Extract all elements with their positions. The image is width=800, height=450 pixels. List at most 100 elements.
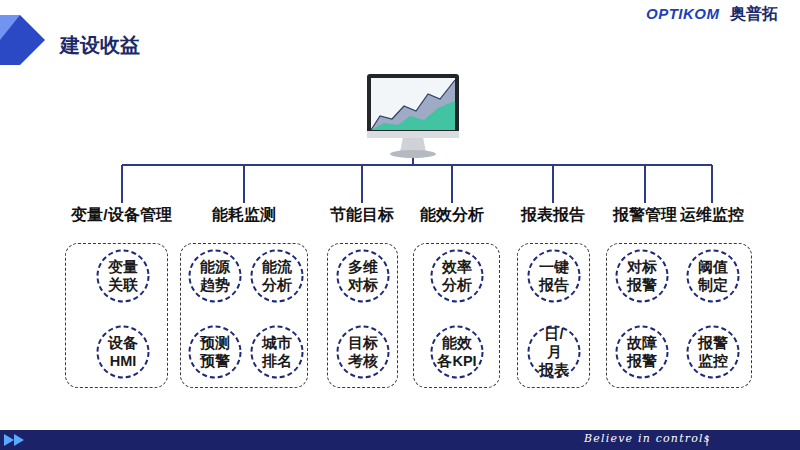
feature-label: 多维 对标 — [348, 258, 378, 294]
circle-outline — [615, 249, 669, 303]
tree-connector — [122, 156, 712, 203]
feature-circle: 一键 报告 — [527, 249, 581, 303]
chart-area — [371, 80, 455, 130]
circle-content: 预测 预警 — [188, 325, 242, 379]
monitor-illustration — [367, 74, 459, 158]
feature-circle: 日/月 报表 — [527, 325, 581, 379]
circle-outline — [338, 251, 389, 302]
group-box: 报警管理运维监控对标 报警阈值 制定故障 报警报警 监控 — [606, 243, 752, 388]
circle-outline — [98, 251, 149, 302]
feature-label: 能流 分析 — [262, 258, 292, 294]
circle-outline — [615, 325, 669, 379]
circle-content: 能源 趋势 — [188, 249, 242, 303]
circle-content: 对标 报警 — [615, 249, 669, 303]
circle-outline — [96, 249, 150, 303]
circle-outline — [617, 327, 668, 378]
feature-circle: 变量 关联 — [96, 249, 150, 303]
circle-outline — [252, 327, 303, 378]
footer-band — [0, 430, 800, 450]
circle-outline — [529, 251, 580, 302]
monitor-screen — [371, 78, 455, 130]
circle-content: 效率 分析 — [430, 249, 484, 303]
circle-outline — [432, 327, 483, 378]
circle-content: 能效 各KPI — [430, 325, 484, 379]
circle-outline — [688, 251, 739, 302]
group-box: 节能目标多维 对标目标 考核 — [327, 243, 398, 388]
circle-content: 故障 报警 — [615, 325, 669, 379]
group-box: 能效分析效率 分析能效 各KPI — [413, 243, 500, 388]
feature-circle: 效率 分析 — [430, 249, 484, 303]
circle-outline — [252, 251, 303, 302]
logo-text: OPTIKOM — [646, 5, 720, 22]
circle-outline — [430, 249, 484, 303]
circle-content: 阈值 制定 — [686, 249, 740, 303]
monitor-bezel — [367, 74, 459, 138]
slide-title: 建设收益 — [60, 32, 140, 59]
feature-circle: 故障 报警 — [615, 325, 669, 379]
group-heading: 能耗监测 — [212, 206, 276, 224]
group-heading: 能效分析 — [420, 206, 484, 224]
feature-label: 阈值 制定 — [698, 258, 728, 294]
feature-label: 变量 关联 — [108, 258, 138, 294]
logo-text: 奥普拓 — [730, 4, 778, 25]
feature-circle: 能源 趋势 — [188, 249, 242, 303]
circle-outline — [617, 251, 668, 302]
circle-outline — [190, 251, 241, 302]
monitor-stand — [400, 137, 426, 152]
circle-outline — [688, 327, 739, 378]
feature-circle: 能流 分析 — [250, 249, 304, 303]
circle-outline — [190, 327, 241, 378]
feature-circle: 城市 排名 — [250, 325, 304, 379]
circle-outline — [336, 325, 390, 379]
group-heading: 节能目标 — [330, 206, 394, 224]
feature-label: 对标 报警 — [627, 258, 657, 294]
feature-label: 城市 排名 — [262, 334, 292, 370]
circle-outline — [527, 249, 581, 303]
feature-label: 目标 考核 — [348, 334, 378, 370]
feature-circle: 多维 对标 — [336, 249, 390, 303]
circle-content: 目标 考核 — [336, 325, 390, 379]
circle-outline — [686, 249, 740, 303]
circle-content: 报警 监控 — [686, 325, 740, 379]
circle-outline — [188, 325, 242, 379]
feature-label: 设备 HMI — [108, 334, 138, 370]
footer-slogan: Believe in controls — [584, 432, 711, 445]
group-heading: 报表报告 — [521, 206, 585, 224]
circle-content: 一键 报告 — [527, 249, 581, 303]
feature-label: 日/月 报表 — [539, 325, 569, 379]
feature-circle: 对标 报警 — [615, 249, 669, 303]
circle-outline — [432, 251, 483, 302]
corner-accent-light — [0, 15, 20, 40]
group-box: 变量/设备管理变量 关联设备 HMI — [65, 243, 168, 388]
circle-outline — [430, 325, 484, 379]
group-heading: 变量/设备管理 — [71, 206, 171, 224]
circle-outline — [250, 249, 304, 303]
circle-content: 城市 排名 — [250, 325, 304, 379]
feature-circle: 设备 HMI — [96, 325, 150, 379]
circle-content: 变量 关联 — [96, 249, 150, 303]
footer-arrow — [4, 434, 14, 446]
feature-label: 报警 监控 — [698, 334, 728, 370]
chart-line — [371, 80, 455, 130]
circle-outline — [250, 325, 304, 379]
feature-circle: 阈值 制定 — [686, 249, 740, 303]
feature-label: 故障 报警 — [627, 334, 657, 370]
footer-arrow — [14, 434, 24, 446]
feature-label: 效率 分析 — [442, 258, 472, 294]
chart-area — [371, 101, 455, 130]
group-heading: 运维监控 — [680, 206, 744, 224]
circle-outline — [96, 325, 150, 379]
corner-accent — [0, 15, 45, 65]
feature-label: 一键 报告 — [539, 258, 569, 294]
monitor-chin — [367, 131, 459, 138]
feature-label: 能效 各KPI — [437, 334, 476, 370]
group-box: 报表报告一键 报告日/月 报表 — [517, 243, 590, 388]
circle-outline — [188, 249, 242, 303]
circle-outline — [338, 327, 389, 378]
feature-circle: 能效 各KPI — [430, 325, 484, 379]
feature-label: 预测 预警 — [200, 334, 230, 370]
circle-content: 日/月 报表 — [527, 325, 581, 379]
monitor-base — [390, 150, 436, 158]
circle-content: 设备 HMI — [96, 325, 150, 379]
